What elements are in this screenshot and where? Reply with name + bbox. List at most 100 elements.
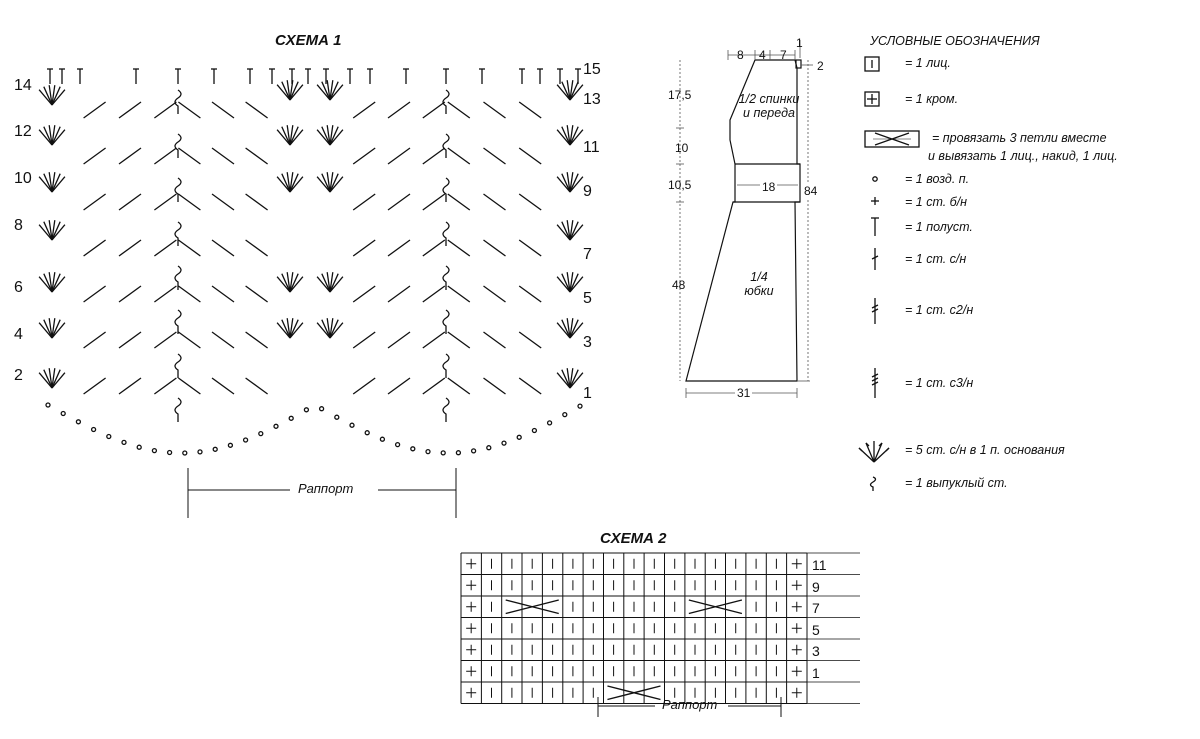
raised-stitch	[442, 221, 450, 246]
diagonal-stitch	[483, 193, 506, 211]
cross-stitch-icon	[864, 130, 920, 148]
diagonal-stitch	[447, 285, 471, 303]
diagonal-stitch	[211, 147, 235, 165]
edge-stitch	[791, 666, 802, 677]
chain-dot	[227, 442, 234, 448]
chain-dot	[349, 422, 355, 428]
chain-dot	[106, 433, 112, 440]
diagonal-stitch	[178, 147, 201, 165]
raised-stitch	[442, 177, 450, 202]
chain-dot	[75, 419, 82, 425]
scheme1-repeat-bracket	[187, 468, 457, 518]
legend-item-chain: = 1 возд. п.	[905, 172, 970, 186]
raised-stitch	[442, 89, 450, 114]
raised-stitch-icon	[869, 476, 877, 491]
fan-stitch	[276, 172, 304, 193]
pattern-dim-31: 31	[735, 386, 753, 400]
diagonal-stitch	[518, 239, 542, 257]
diagonal-stitch	[352, 331, 376, 349]
diagonal-stitch	[518, 147, 542, 165]
chain-dot	[425, 448, 431, 455]
diagonal-stitch	[178, 193, 201, 211]
scheme2-repeat-label: Раппорт	[662, 697, 718, 712]
chain-dot	[470, 448, 477, 454]
diagonal-stitch	[83, 331, 106, 349]
diagonal-stitch	[83, 285, 106, 303]
chain-dot	[394, 441, 401, 448]
raised-stitch	[174, 221, 182, 246]
fan-stitch	[556, 172, 584, 193]
chain-dot	[45, 402, 51, 408]
diagonal-stitch	[447, 377, 471, 395]
diagonal-stitch	[483, 101, 506, 119]
diagonal-stitch	[178, 331, 201, 349]
edge-stitch	[791, 644, 802, 655]
diagonal-stitch	[211, 239, 235, 257]
diagonal-stitch	[352, 285, 376, 303]
fan-stitch	[316, 318, 344, 339]
legend-item-cross: = провязать 3 петли вместе	[932, 131, 1107, 145]
diagonal-stitch	[387, 193, 411, 211]
diagonal-stitch	[245, 377, 268, 395]
chain-dot	[258, 430, 264, 437]
diagonal-stitch	[483, 285, 506, 303]
scheme2-row-number: 3	[812, 643, 820, 659]
chain-dot	[486, 445, 492, 451]
diagonal-stitch	[422, 101, 446, 119]
diagonal-stitch	[211, 101, 235, 119]
chain-dot	[379, 436, 386, 442]
diagonal-stitch	[245, 147, 268, 165]
raised-stitch	[442, 397, 450, 422]
raised-stitch	[442, 353, 450, 378]
diagonal-stitch	[83, 101, 106, 119]
diagonal-stitch	[118, 193, 142, 211]
edge-stitch	[466, 558, 477, 569]
diagonal-stitch	[518, 377, 542, 395]
chain-dot	[288, 415, 294, 421]
raised-stitch	[174, 309, 182, 334]
diagonal-stitch	[387, 331, 411, 349]
legend-item-knit: = 1 лиц.	[905, 56, 951, 70]
diagonal-stitch	[211, 193, 235, 211]
chain-dot	[364, 430, 370, 436]
fan-stitch	[38, 272, 66, 293]
scheme1-row-number: 8	[14, 217, 23, 234]
scheme2-title: СХЕМА 2	[600, 530, 667, 547]
diagonal-stitch	[422, 377, 446, 395]
diagonal-stitch	[483, 147, 506, 165]
chain-dot	[531, 427, 538, 434]
cross-stitch	[688, 599, 743, 615]
raised-stitch	[442, 265, 450, 290]
scheme1-repeat-label: Раппорт	[298, 481, 354, 496]
fan-stitch	[556, 272, 584, 293]
fan-stitch	[38, 172, 66, 193]
raised-stitch	[174, 397, 182, 422]
chain-dot	[136, 444, 142, 450]
legend-item-dc3: = 1 ст. с3/н	[905, 376, 974, 390]
diagonal-stitch	[245, 101, 268, 119]
diagonal-stitch	[83, 147, 106, 165]
diagonal-stitch	[483, 239, 506, 257]
scheme1-row-number: 9	[583, 183, 592, 200]
chain-dot	[197, 449, 203, 455]
pattern-dim-84: 84	[804, 184, 818, 198]
diagonal-stitch	[352, 193, 376, 211]
chain-dot	[410, 446, 416, 452]
chain-dot	[516, 434, 522, 440]
knit-stitch-icon	[864, 56, 880, 72]
diagonal-stitch	[352, 147, 376, 165]
diagonal-stitch	[178, 285, 201, 303]
diagonal-stitch	[154, 101, 177, 119]
raised-stitch	[174, 353, 182, 378]
fan-stitch	[38, 85, 66, 106]
cross-stitch	[505, 599, 559, 615]
fan-stitch	[316, 80, 344, 101]
diagonal-stitch	[483, 377, 506, 395]
diagonal-stitch	[245, 285, 268, 303]
chain-dot	[151, 447, 158, 454]
edge-stitch	[791, 687, 802, 698]
fan-stitch	[556, 80, 584, 101]
legend-item-fan: = 5 ст. с/н в 1 п. основания	[905, 443, 1065, 457]
